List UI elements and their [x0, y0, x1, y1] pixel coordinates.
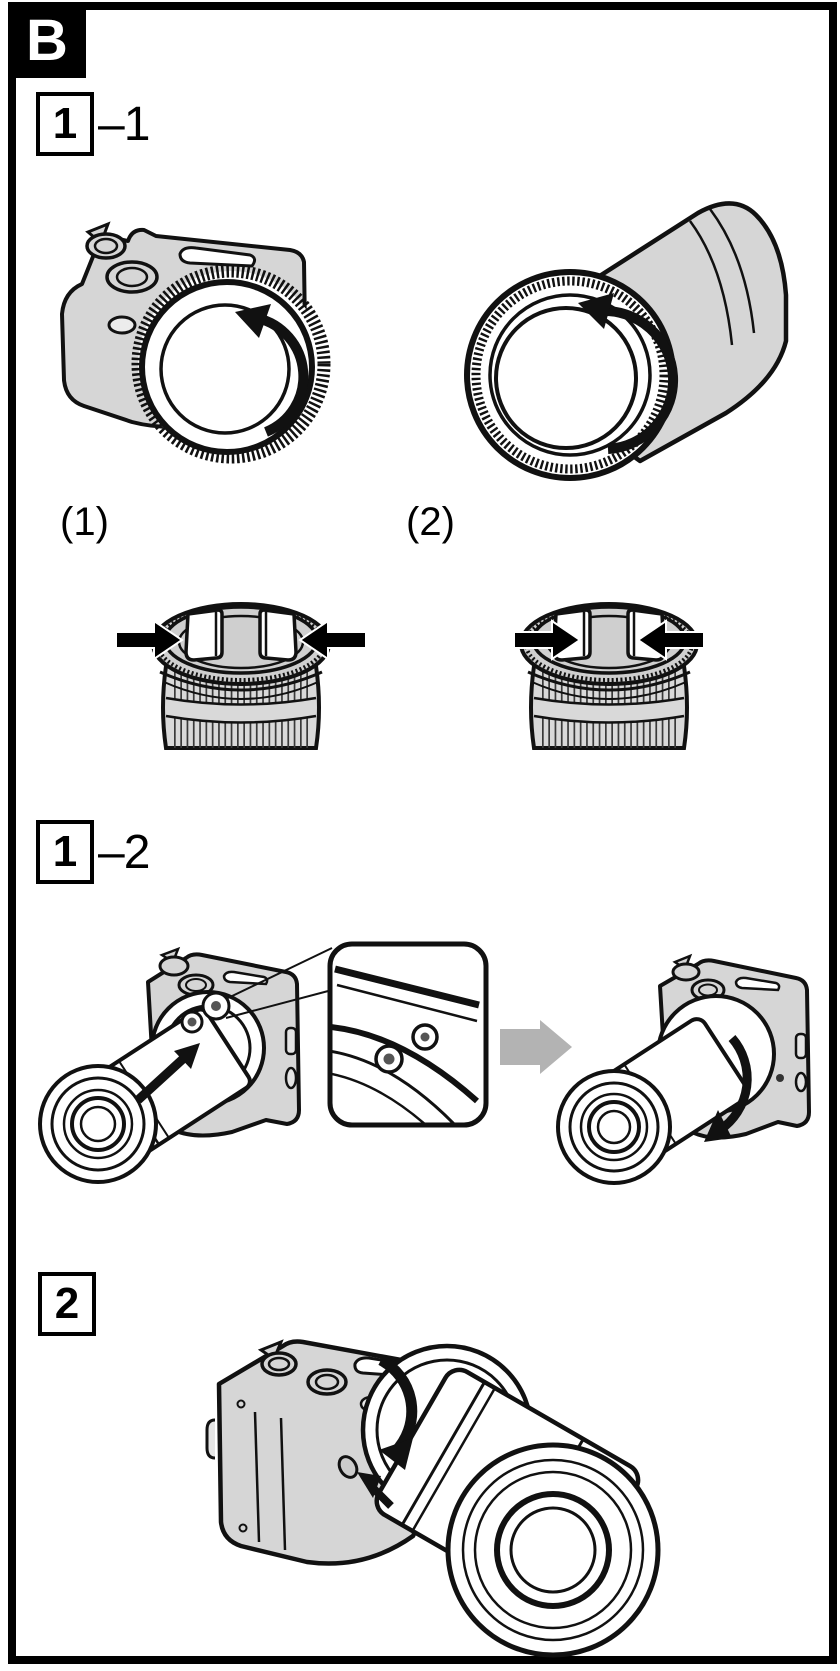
align-lens-illustration — [38, 946, 333, 1184]
inset-index-marks-illustration — [327, 941, 489, 1128]
figure-front-cap-inside — [480, 548, 738, 750]
figure-turn-lens — [556, 942, 818, 1185]
next-step-arrow-icon — [500, 1020, 572, 1074]
release-button-arrow-icon — [357, 1472, 394, 1509]
step-2-label: 2 — [38, 1272, 96, 1336]
figure-align-lens — [28, 928, 338, 1186]
front-cap-pinch-outside-illustration — [115, 602, 367, 750]
front-lens-cap — [151, 602, 331, 686]
mount-index-dots — [180, 991, 231, 1034]
turn-lens-illustration — [556, 953, 811, 1185]
figure-camera-body-cap — [38, 192, 343, 482]
section-letter: B — [26, 7, 68, 73]
sub-step-1-label: (1) — [60, 500, 109, 545]
body-cap — [131, 264, 331, 464]
front-cap-pinch-inside-illustration — [513, 602, 705, 750]
step-number-box: 1 — [36, 92, 94, 156]
attach-arrow-icon — [134, 1043, 200, 1104]
sub-step-1-text: (1) — [60, 500, 109, 544]
rotate-ccw-arrow-icon — [235, 304, 309, 437]
figure-front-cap-outside — [112, 548, 370, 750]
figure-inset-index-marks — [327, 941, 489, 1128]
remove-lens-illustration — [205, 1339, 661, 1658]
step-number-box: 2 — [38, 1272, 96, 1336]
callout-leader-lines — [225, 947, 333, 1019]
sub-step-2-text: (2) — [406, 500, 455, 544]
rotate-ccw-arrow-icon — [578, 293, 679, 454]
lens-barrel — [159, 664, 323, 750]
lens-barrel — [527, 664, 691, 750]
section-b-tab: B — [8, 2, 86, 78]
step-1-2-label: 1 –2 — [36, 820, 150, 884]
rotate-arrow-icon — [378, 1355, 418, 1470]
figure-lens-rear-cap — [428, 165, 808, 485]
step-1-1-label: 1 –1 — [36, 92, 150, 156]
inset-content — [332, 965, 480, 1123]
step-suffix: –2 — [98, 825, 150, 879]
camera-body-cap-illustration — [60, 221, 331, 464]
sub-step-2-label: (2) — [406, 500, 455, 545]
figure-remove-lens — [185, 1292, 661, 1658]
rotate-cw-arrow-icon — [704, 1035, 752, 1142]
step-number-box: 1 — [36, 820, 94, 884]
next-step-arrow — [500, 1012, 572, 1082]
lens-release-button — [337, 1455, 359, 1479]
press-inward-arrows-icon — [513, 619, 705, 661]
rear-lens-cap — [464, 269, 676, 481]
step-suffix: –1 — [98, 97, 150, 151]
press-inward-arrows-icon — [115, 619, 367, 661]
lens-rear-cap-illustration — [464, 201, 789, 481]
